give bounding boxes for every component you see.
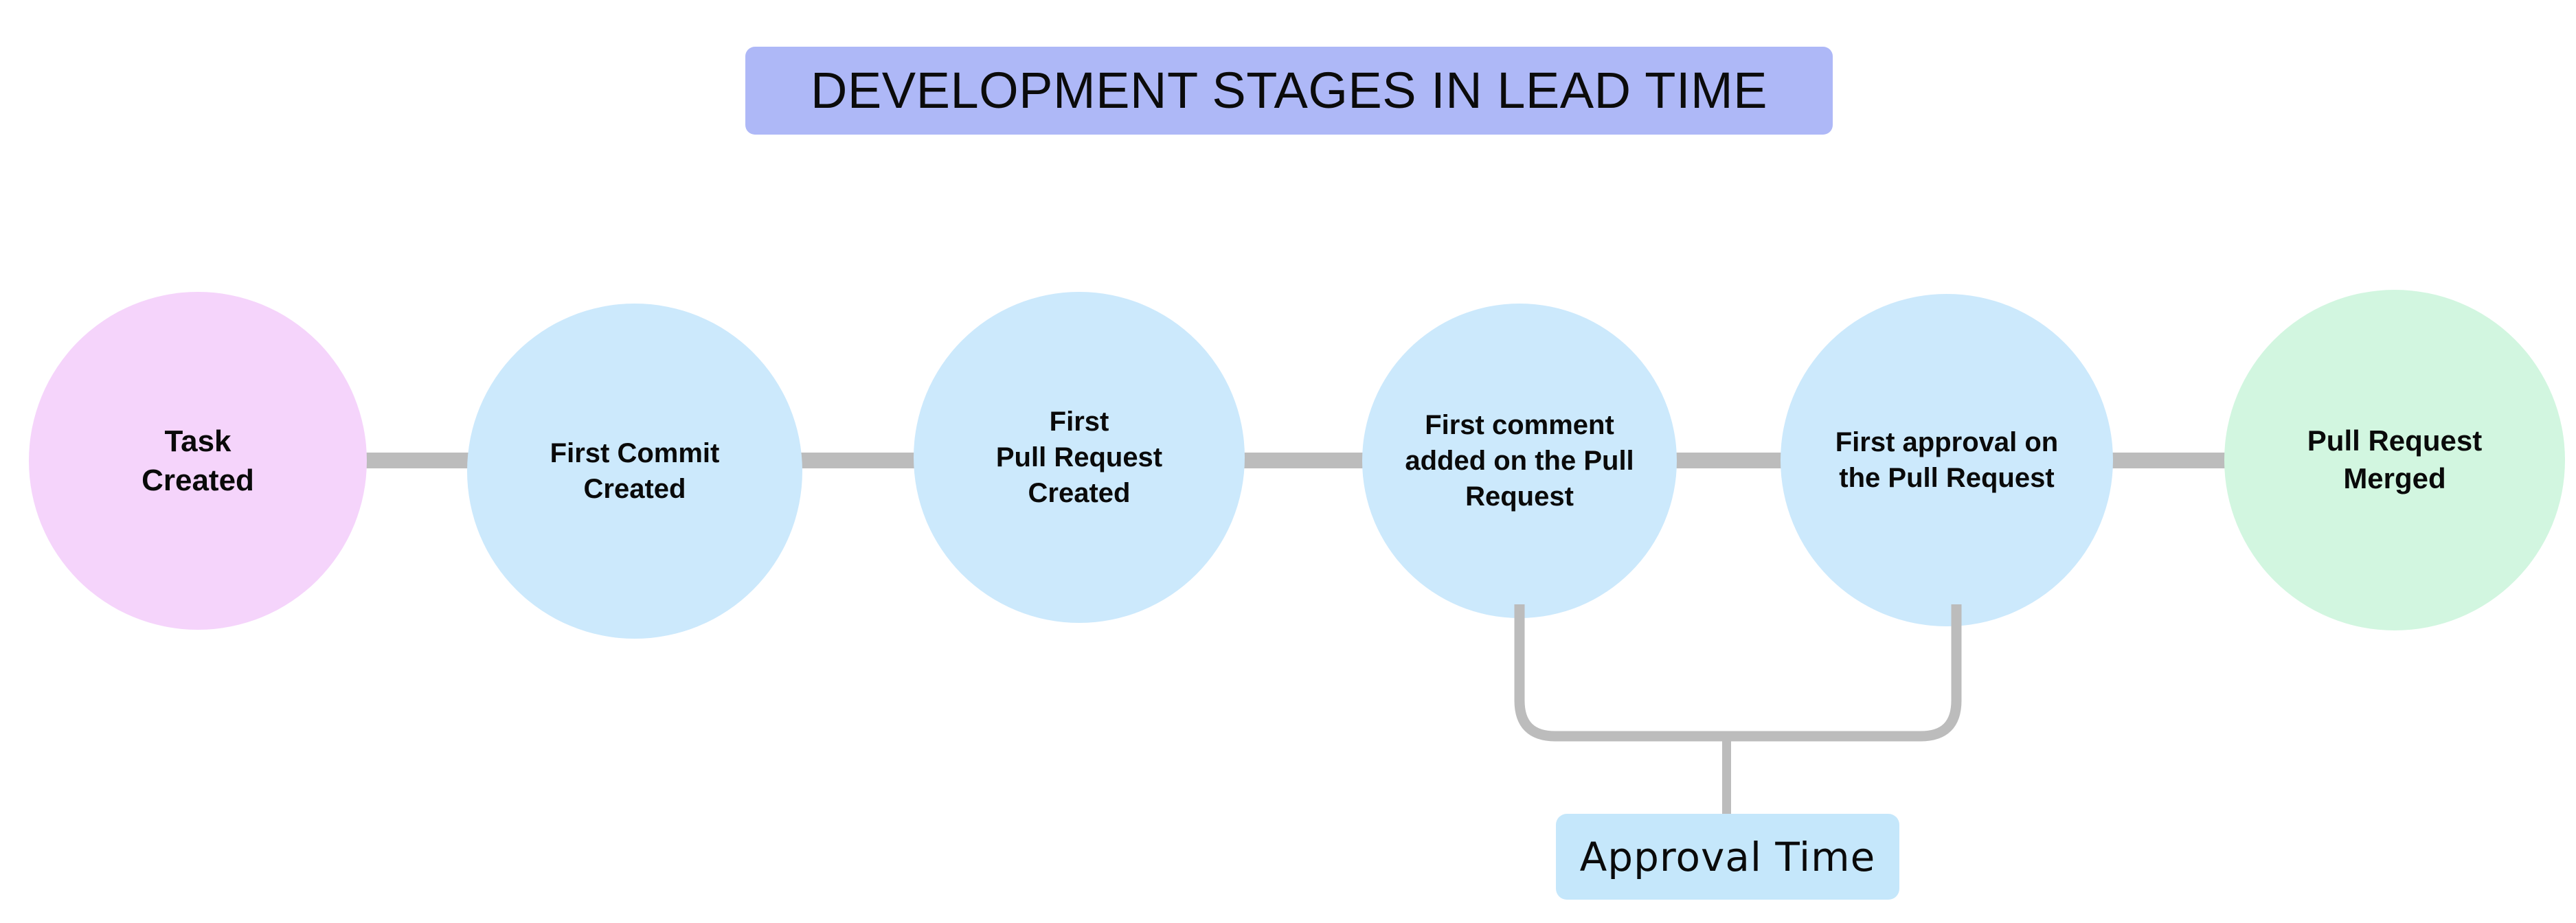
- stage-label: Pull Request Merged: [2307, 424, 2483, 494]
- page-title: DEVELOPMENT STAGES IN LEAD TIME: [810, 62, 1768, 119]
- connector-4-5: [1656, 453, 1803, 468]
- stage-node-pull-request-merged[interactable]: Pull Request Merged: [2224, 290, 2565, 630]
- stage-label: Task Created: [142, 424, 254, 497]
- approval-time-bracket: [1504, 604, 1971, 755]
- stage-node-first-commit-created[interactable]: First Commit Created: [467, 304, 802, 639]
- connector-3-4: [1223, 453, 1384, 468]
- diagram-title-banner: DEVELOPMENT STAGES IN LEAD TIME: [745, 47, 1833, 135]
- stage-label: First comment added on the Pull Request: [1405, 410, 1634, 512]
- stage-label: First Pull Request Created: [995, 407, 1163, 508]
- stage-node-first-comment-added[interactable]: First comment added on the Pull Request: [1362, 304, 1677, 618]
- stage-node-first-pull-request-created[interactable]: First Pull Request Created: [914, 292, 1245, 623]
- approval-time-stem: [1722, 740, 1731, 817]
- connector-5-6: [2092, 453, 2246, 468]
- approval-time-tag[interactable]: Approval Time: [1556, 814, 1899, 900]
- stage-label: First Commit Created: [550, 438, 720, 504]
- connector-2-3: [780, 453, 938, 468]
- connector-1-2: [343, 453, 495, 468]
- stage-node-first-approval[interactable]: First approval on the Pull Request: [1781, 294, 2113, 626]
- approval-time-label: Approval Time: [1579, 833, 1876, 880]
- stage-label: First approval on the Pull Request: [1835, 427, 2059, 493]
- stage-node-task-created[interactable]: Task Created: [29, 292, 367, 630]
